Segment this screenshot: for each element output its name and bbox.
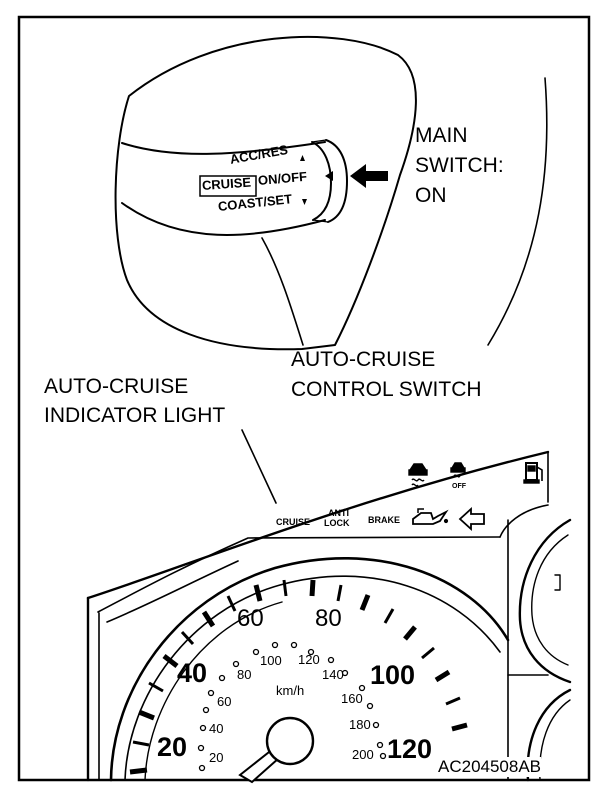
figure-code: AC204508AB: [438, 757, 542, 777]
traction-icon: [408, 463, 428, 487]
control-switch-label-line2: CONTROL SWITCH: [291, 378, 482, 401]
press-arrow-icon: [350, 164, 388, 188]
turn-signal-arrow-icon: [458, 506, 485, 532]
traction-off-icon: [450, 462, 466, 478]
cruise-indicator-label: CRUISE: [276, 517, 311, 527]
indicator-light-label-line2: INDICATOR LIGHT: [44, 404, 226, 427]
dashboard-curve: [487, 77, 548, 346]
fuel-icon: [523, 462, 543, 484]
main-switch-label-line2: SWITCH:: [415, 154, 504, 177]
control-switch-leader: [261, 237, 304, 346]
mph-140: 140: [322, 667, 344, 682]
mph-60: 60: [217, 694, 232, 709]
speedometer: [109, 556, 510, 782]
needle: [238, 716, 315, 784]
indicator-light-label-line1: AUTO-CRUISE: [44, 375, 189, 398]
main-switch-label-line3: ON: [415, 184, 447, 207]
left-triangle-icon: [325, 171, 333, 181]
anti-lock-label-line2: LOCK: [324, 518, 350, 528]
oil-can-icon: [412, 508, 449, 525]
traction-off-label: OFF: [452, 483, 466, 490]
up-triangle-icon: [300, 155, 305, 161]
mph-180: 180: [349, 717, 371, 732]
kph-120: 120: [387, 734, 433, 764]
kph-40: 40: [177, 658, 208, 688]
main-switch-label-line1: MAIN: [415, 124, 468, 147]
kph-20: 20: [157, 732, 188, 762]
mph-dots: [197, 641, 387, 772]
brake-label: BRAKE: [368, 515, 401, 525]
mph-80: 80: [237, 667, 252, 682]
lever-switch-icons: [199, 155, 388, 205]
speedometer-ticks: [129, 579, 468, 775]
speed-unit-label: km/h: [276, 683, 305, 698]
kph-100: 100: [370, 660, 416, 690]
mph-200: 200: [352, 747, 374, 762]
down-triangle-icon: [302, 199, 307, 205]
cruise-lever-box: [199, 175, 257, 197]
kph-80: 80: [315, 605, 342, 632]
cruise-lever[interactable]: [121, 139, 348, 236]
control-switch-label-line1: AUTO-CRUISE: [291, 348, 436, 371]
instrument-cluster: [86, 450, 572, 782]
kph-60: 60: [237, 605, 264, 632]
indicator-leader: [241, 429, 277, 504]
mph-20: 20: [209, 750, 224, 765]
mph-120: 120: [298, 652, 320, 667]
column-shroud: [114, 35, 417, 351]
frame-border: [17, 15, 591, 782]
mph-100: 100: [260, 653, 282, 668]
warning-icons: [408, 462, 543, 532]
mph-160: 160: [341, 691, 363, 706]
mph-40: 40: [209, 721, 224, 736]
anti-lock-label-line1: ANTI: [328, 508, 349, 518]
